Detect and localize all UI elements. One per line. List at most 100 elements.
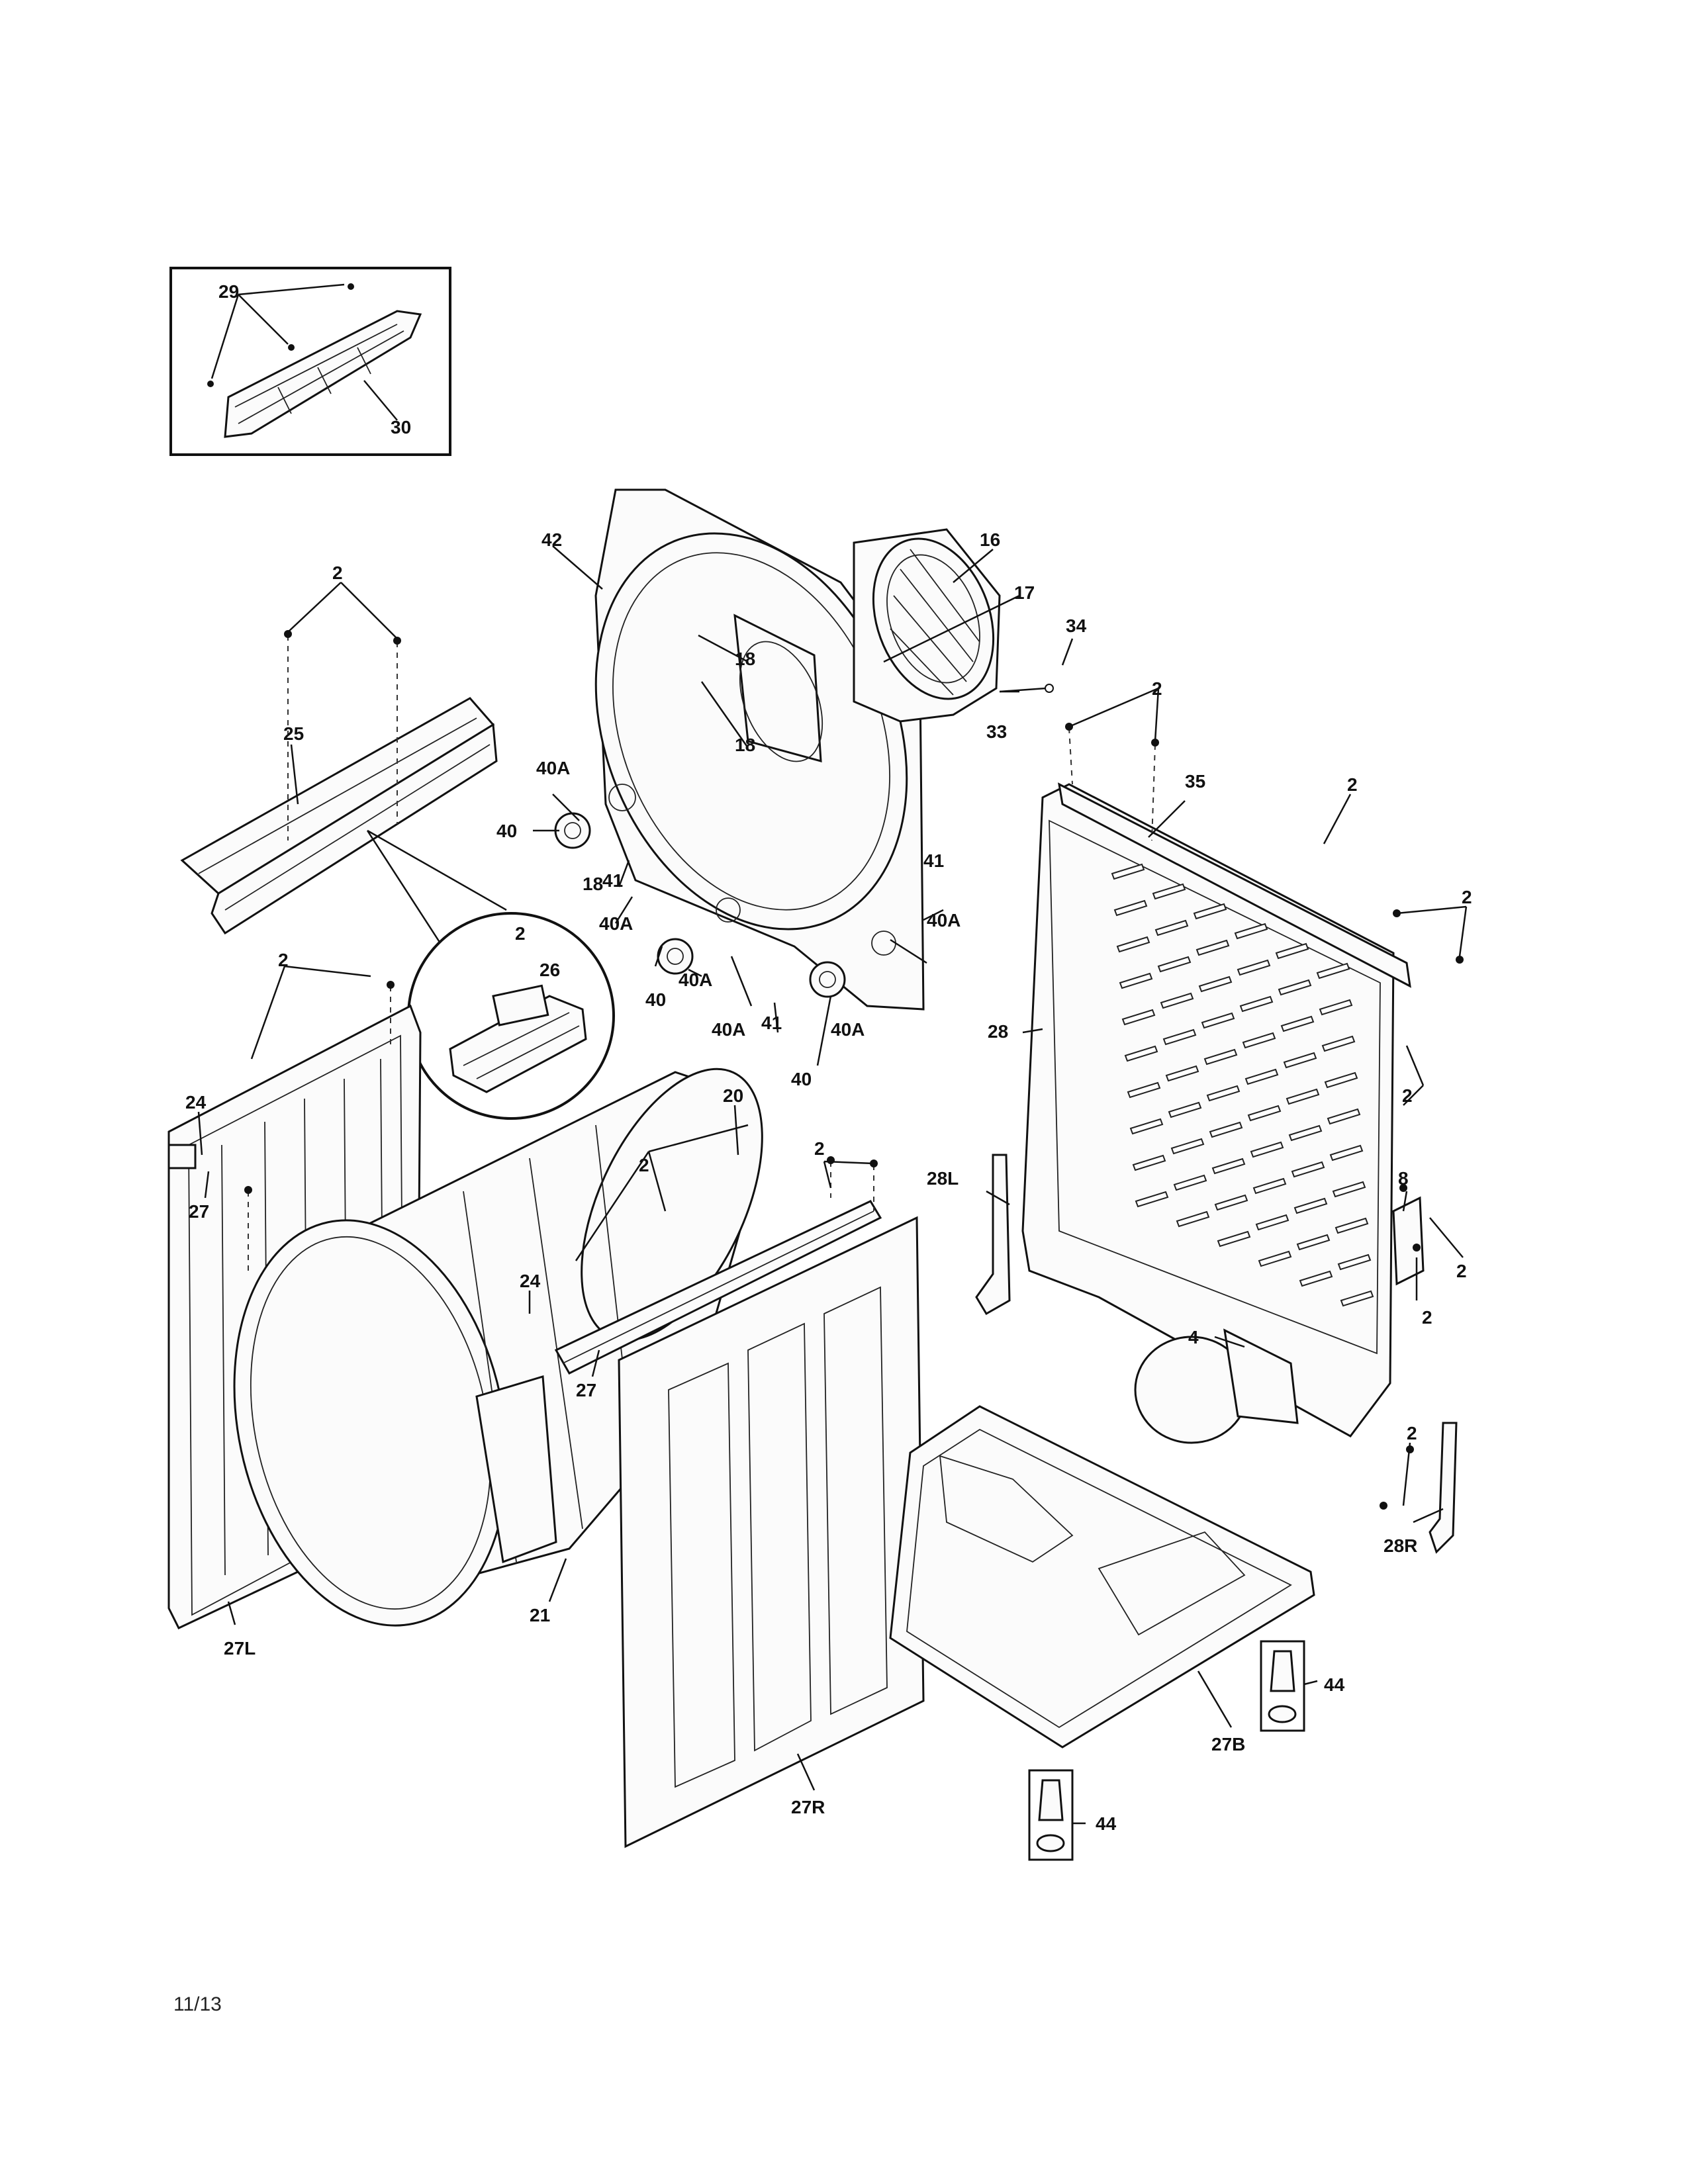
vent-slot <box>1275 942 1309 960</box>
label-2-bracket-8-a: 2 <box>1456 1261 1467 1281</box>
base-27B <box>889 1405 1315 1749</box>
vent-slot <box>1335 1217 1369 1234</box>
label-16: 16 <box>980 529 1000 550</box>
seal-strip-28L <box>975 1154 1011 1316</box>
vent-slot <box>1247 1105 1282 1122</box>
label-2-drum: 2 <box>639 1155 649 1175</box>
label-40A-a: 40A <box>536 758 570 778</box>
vent-slot <box>1196 939 1230 956</box>
label-28: 28 <box>988 1021 1008 1042</box>
vent-slot <box>1173 1174 1207 1191</box>
drum-roller-40-a <box>554 812 591 849</box>
inset-detail-box: 29 30 <box>169 267 451 456</box>
vent-slot <box>1337 1253 1372 1271</box>
blower-housing-16 <box>853 528 1001 723</box>
label-28R: 28R <box>1383 1535 1417 1556</box>
vent-slot <box>1332 1181 1366 1198</box>
label-40A-f: 40A <box>831 1019 865 1040</box>
label-44-b: 44 <box>1096 1813 1117 1834</box>
vent-slot <box>1165 1065 1199 1082</box>
vent-slot <box>1170 1138 1205 1155</box>
detail-magnifier-26 <box>366 829 615 1120</box>
vent-slot <box>1244 1068 1279 1085</box>
label-27-b: 27 <box>576 1380 596 1400</box>
vent-slot <box>1252 1177 1287 1195</box>
label-21: 21 <box>530 1605 550 1625</box>
label-2-magnifier: 2 <box>515 923 526 944</box>
label-2-rear-right: 2 <box>1347 774 1358 795</box>
top-rail-35 <box>1058 782 1411 988</box>
vent-slot <box>1234 923 1268 940</box>
label-2-bracket-8-b: 2 <box>1422 1307 1432 1328</box>
label-18-a: 18 <box>735 649 755 669</box>
vent-slot <box>1316 962 1350 979</box>
label-41-c: 41 <box>761 1013 782 1033</box>
vent-slot <box>1203 1048 1238 1066</box>
label-24-a: 24 <box>185 1092 207 1113</box>
vent-slot <box>1209 1121 1243 1138</box>
vent-slot <box>1291 1161 1325 1178</box>
label-33: 33 <box>986 721 1007 742</box>
vent-slot <box>1111 863 1145 880</box>
label-2-rear-top: 2 <box>1152 678 1162 699</box>
vent-slot <box>1239 995 1274 1013</box>
label-44-a: 44 <box>1324 1674 1345 1695</box>
leader-lines <box>197 545 1468 1825</box>
label-35: 35 <box>1185 771 1205 792</box>
screw-indicators <box>244 630 1464 1510</box>
vent-slot <box>1206 1085 1241 1102</box>
vent-slot <box>1321 1035 1356 1052</box>
control-board-26 <box>449 984 587 1093</box>
label-2-top-bracket: 2 <box>332 563 343 583</box>
leveling-leg-44-b <box>1028 1769 1074 1861</box>
vent-slot <box>1127 1081 1161 1099</box>
vent-slot <box>1324 1071 1358 1089</box>
label-25: 25 <box>283 723 304 744</box>
vent-slot <box>1283 1052 1317 1069</box>
label-40-a: 40 <box>496 821 517 841</box>
vent-slot <box>1201 1012 1235 1029</box>
vent-slot <box>1157 956 1192 973</box>
drum-roller-40-b <box>657 938 694 975</box>
label-24-b: 24 <box>520 1271 541 1291</box>
vent-slots-grid <box>1111 863 1374 1307</box>
label-28L: 28L <box>927 1168 959 1189</box>
drum-20 <box>233 1068 763 1627</box>
label-2-rear-side: 2 <box>1402 1085 1413 1106</box>
leveling-leg-44-a <box>1260 1640 1305 1732</box>
drum-roller-40-c <box>809 961 846 998</box>
vent-slot <box>1299 1270 1333 1287</box>
label-2-rear-bottom: 2 <box>1407 1423 1417 1443</box>
vent-slot <box>1278 979 1312 996</box>
inset-label-30: 30 <box>391 417 411 437</box>
label-4: 4 <box>1188 1327 1199 1347</box>
label-17: 17 <box>1014 582 1035 603</box>
seal-strip-28R <box>1429 1422 1458 1554</box>
vent-slot <box>1296 1234 1331 1251</box>
date-code: 11/13 <box>173 1993 222 2015</box>
vent-slot <box>1217 1230 1251 1248</box>
vent-slot <box>1288 1124 1323 1142</box>
vent-slot <box>1237 959 1271 976</box>
label-40-c: 40 <box>791 1069 812 1089</box>
vent-slot <box>1154 919 1189 936</box>
vent-slot <box>1286 1088 1320 1105</box>
vent-slot <box>1124 1045 1158 1062</box>
label-34: 34 <box>1066 615 1087 636</box>
front-bracket-27 <box>554 1200 882 1375</box>
vent-slot <box>1162 1028 1197 1046</box>
vent-slot <box>1113 899 1148 917</box>
label-41-a: 41 <box>923 850 944 871</box>
vent-slot <box>1193 903 1227 920</box>
vent-slot <box>1211 1158 1246 1175</box>
vent-slot <box>1319 999 1353 1016</box>
inset-bracket-part-30 <box>224 310 422 438</box>
label-2-front: 2 <box>814 1138 825 1159</box>
vent-slot <box>1119 972 1153 989</box>
vent-slot <box>1152 883 1186 900</box>
vent-slot <box>1329 1144 1364 1161</box>
right-side-panel-27R <box>618 1216 925 1848</box>
vent-slot <box>1176 1210 1210 1228</box>
label-26: 26 <box>539 960 560 980</box>
